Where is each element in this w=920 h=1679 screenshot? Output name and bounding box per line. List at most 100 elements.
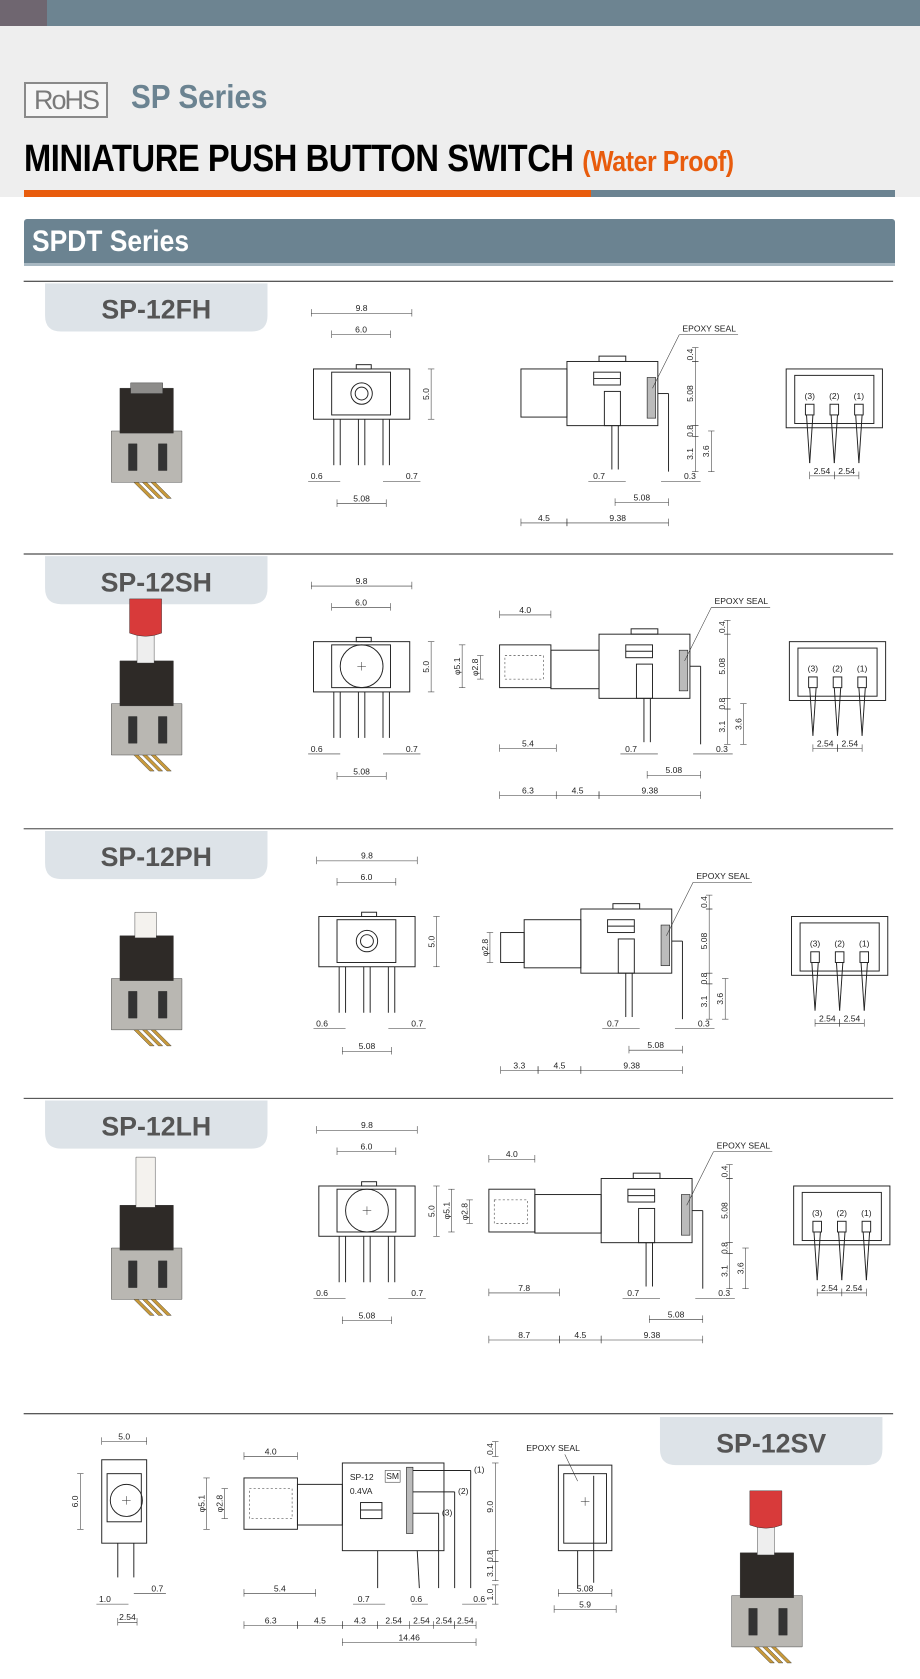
- dimension-label: φ2.8: [480, 939, 490, 957]
- drawing-outline: [600, 1178, 693, 1244]
- dimension-label: 5.0: [421, 388, 431, 400]
- dimension-label: 6.0: [70, 1495, 80, 1507]
- drawing-outline: [488, 1188, 536, 1233]
- dimension-label: 9.0: [485, 1501, 495, 1513]
- dimension-label: 9.38: [623, 1060, 640, 1070]
- pin-number: (2): [832, 664, 843, 674]
- switch-housing: [111, 703, 183, 756]
- dimension-label: 4.5: [554, 1060, 566, 1070]
- drawing-outline: [313, 368, 411, 420]
- switch-housing: [111, 1247, 183, 1300]
- drawing-outline: [638, 1207, 656, 1244]
- drawing-outline: [788, 641, 887, 701]
- drawing-line: [809, 687, 814, 736]
- model-tab: [45, 830, 268, 880]
- dimension-label: 0.7: [151, 1583, 163, 1593]
- epoxy-seal: [678, 649, 689, 692]
- drawing-outline: [630, 628, 659, 635]
- housing-window: [158, 991, 168, 1019]
- dimension-label: SP-12: [350, 1472, 374, 1482]
- page-title: MINIATURE PUSH BUTTON SWITCH (Water Proo…: [24, 138, 734, 181]
- drawing-outline: [557, 1464, 613, 1552]
- dimension-label: SM: [386, 1471, 399, 1481]
- dimension-label: 14.46: [399, 1633, 421, 1643]
- dimension-label: 4.5: [314, 1615, 326, 1625]
- dimension-label: 5.4: [522, 738, 534, 748]
- model-tab: [45, 556, 268, 605]
- switch-body: [119, 660, 174, 707]
- button-outline: [355, 929, 379, 953]
- model-name: SP-12SV: [716, 1428, 826, 1458]
- dimension-label: 0.6: [311, 471, 323, 481]
- drawing-outline: [861, 1220, 872, 1233]
- dimension-label: 0.7: [607, 1019, 619, 1029]
- dimension-label: 0.7: [411, 1288, 423, 1298]
- dimension-label: 5.08: [717, 658, 727, 675]
- drawing-line: [858, 687, 863, 736]
- drawing-outline: [635, 663, 653, 699]
- dimension-label: 7.8: [518, 1283, 530, 1293]
- pin-number: (2): [837, 1208, 848, 1218]
- dimension-label: 0.6: [316, 1019, 328, 1029]
- switch-body: [119, 935, 174, 981]
- dimension-label: 0.7: [358, 1594, 370, 1604]
- housing-window: [158, 716, 168, 744]
- title-text: MINIATURE PUSH BUTTON SWITCH: [24, 138, 574, 180]
- dimension-label: φ5.1: [452, 657, 462, 675]
- dimension-label: 2.54: [385, 1615, 402, 1625]
- drawing-line: [860, 962, 865, 1011]
- drawing-outline: [534, 1194, 602, 1234]
- drawing-line: [812, 687, 817, 736]
- drawing-line: [862, 1231, 867, 1281]
- dimension-label: 0.3: [716, 744, 728, 754]
- drawing-line: [806, 414, 811, 464]
- housing-window: [128, 443, 138, 471]
- series-name: SP Series: [131, 78, 268, 115]
- dimension-label: 5.08: [353, 494, 370, 504]
- dimension-label: EPOXY SEAL: [526, 1443, 580, 1453]
- drawing-outline: [504, 655, 544, 680]
- dimension-label: 0.7: [627, 1288, 639, 1298]
- drawing-outline: [801, 1191, 882, 1242]
- pin-number: (3): [808, 664, 819, 674]
- drawing-outline: [810, 951, 820, 963]
- dimension-label: 4.0: [265, 1446, 277, 1456]
- drawing-line: [863, 962, 868, 1011]
- dimension-label: 9.38: [644, 1330, 661, 1340]
- drawing-outline: [598, 633, 691, 699]
- dimension-label: 5.08: [668, 1310, 685, 1320]
- drawing-outline: [793, 1185, 891, 1246]
- dimension-label: 2.54: [819, 1013, 836, 1023]
- drawing-outline: [785, 368, 883, 429]
- drawing-outline: [804, 403, 815, 416]
- drawing-line: [830, 414, 835, 464]
- dimension-label: 0.8: [685, 425, 695, 437]
- dimension-label: 6.0: [360, 872, 372, 882]
- dimension-label: 5.08: [353, 766, 370, 776]
- dimension-label: 0.7: [593, 471, 605, 481]
- drawing-outline: [493, 1199, 528, 1224]
- drawing-outline: [360, 1502, 383, 1520]
- dimension-label: 9.38: [642, 786, 659, 796]
- dimension-label: 0.7: [625, 744, 637, 754]
- drawing-line: [811, 962, 816, 1011]
- drawing-line: [855, 414, 860, 464]
- drawing-line: [684, 607, 712, 662]
- title-rule-slate: [591, 190, 895, 197]
- page-header: [0, 26, 920, 197]
- drawing-line: [686, 1151, 714, 1206]
- switch-body: [739, 1552, 794, 1598]
- drawing-outline: [617, 938, 635, 974]
- epoxy-seal: [406, 1466, 414, 1534]
- housing-window: [158, 443, 168, 471]
- dimension-label: 6.0: [355, 325, 367, 335]
- drawing-line: [865, 1231, 871, 1281]
- dimension-label: 2.54: [457, 1615, 474, 1625]
- dimension-label: φ2.8: [459, 1203, 469, 1221]
- dimension-label: 5.08: [719, 1202, 729, 1219]
- dimension-label: 0.7: [406, 471, 418, 481]
- button-cap-white: [134, 912, 157, 939]
- housing-window: [128, 716, 138, 744]
- dimension-label: EPOXY SEAL: [715, 596, 769, 606]
